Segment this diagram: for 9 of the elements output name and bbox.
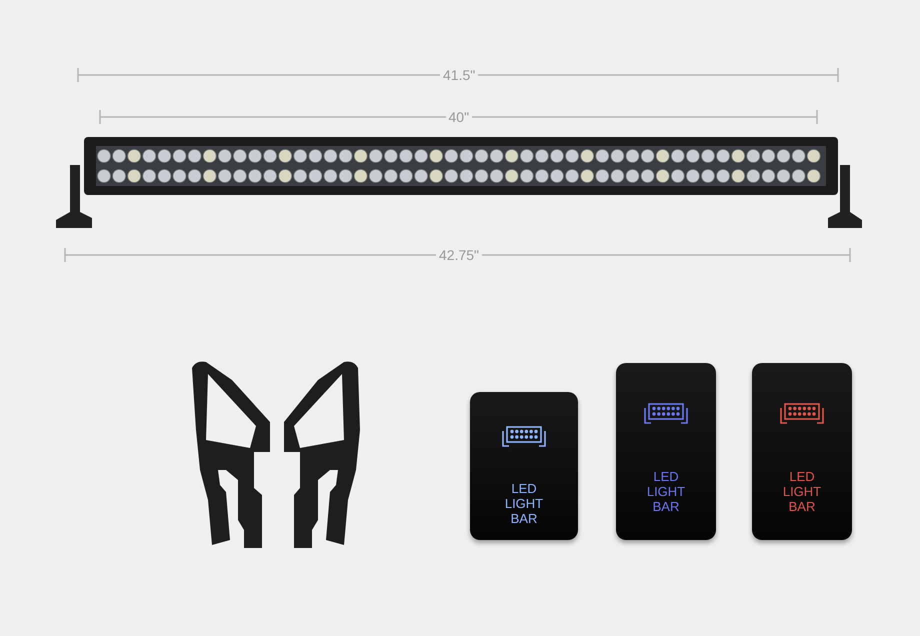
dimension-label: 40": [446, 109, 472, 125]
rocker-switch: [616, 363, 716, 540]
dimension-label: 41.5": [440, 67, 478, 83]
switch-label: LED LIGHT BAR: [782, 469, 822, 514]
rocker-switch: [470, 392, 578, 540]
dimension-label: 42.75": [436, 247, 482, 263]
switch-label: LED LIGHT BAR: [504, 481, 544, 526]
rocker-switch: [752, 363, 852, 540]
switch-label: LED LIGHT BAR: [646, 469, 686, 514]
